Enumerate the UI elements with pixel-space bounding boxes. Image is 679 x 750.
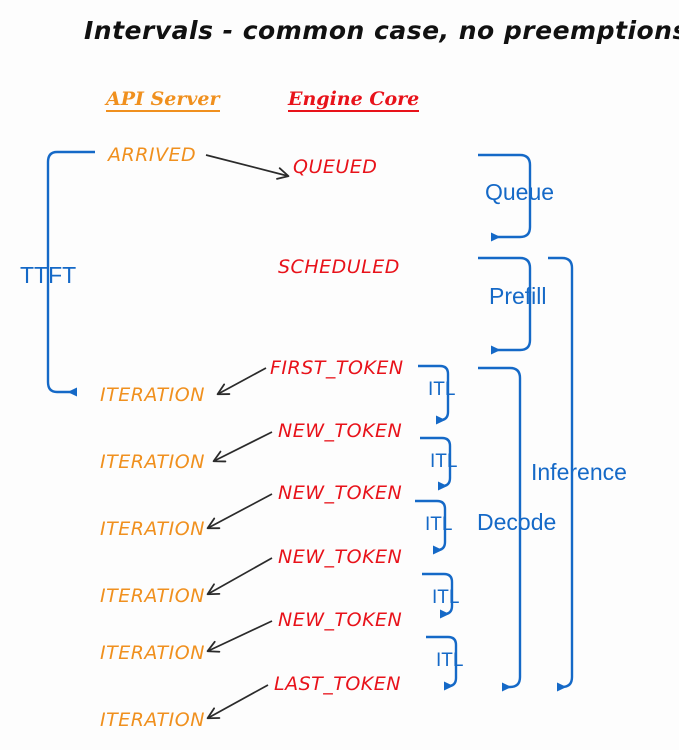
interval-label-itl-1: ITL (428, 379, 456, 400)
column-header-engine-core: Engine Core (288, 88, 420, 112)
arrow-first-token-to-iteration (216, 367, 267, 396)
column-header-api-server: API Server (106, 88, 220, 112)
bracket-itl-5 (426, 635, 458, 691)
interval-label-itl-5: ITL (436, 650, 464, 671)
engine-state-last-token: LAST_TOKEN (274, 673, 401, 695)
interval-label-queue: Queue (485, 179, 555, 205)
engine-state-queued: QUEUED (293, 156, 378, 178)
bracket-itl-4 (422, 572, 454, 619)
api-state-iteration-5: ITERATION (100, 642, 205, 664)
bracket-ttft (46, 150, 95, 397)
engine-state-scheduled: SCHEDULED (278, 256, 400, 278)
api-state-iteration-1: ITERATION (100, 384, 205, 406)
interval-label-ttft: TTFT (20, 262, 77, 288)
bracket-queue (478, 153, 532, 242)
arrow-new-token-to-iteration-1 (212, 431, 273, 463)
api-state-iteration-6: ITERATION (100, 709, 205, 731)
arrow-new-token-to-iteration-3 (206, 557, 273, 596)
engine-state-new-token-1: NEW_TOKEN (278, 420, 403, 442)
api-state-iteration-3: ITERATION (100, 518, 205, 540)
arrow-last-token-to-iteration (206, 684, 269, 720)
bracket-itl-3 (415, 499, 447, 555)
engine-state-new-token-3: NEW_TOKEN (278, 546, 403, 568)
interval-label-itl-3: ITL (425, 514, 453, 535)
api-state-iteration-2: ITERATION (100, 451, 205, 473)
interval-label-itl-4: ITL (432, 587, 460, 608)
interval-label-prefill: Prefill (489, 283, 547, 309)
bracket-decode (478, 366, 522, 692)
arrow-new-token-to-iteration-4 (206, 620, 273, 653)
bracket-itl-2 (420, 436, 452, 491)
page-title: Intervals - common case, no preemptions (84, 16, 679, 45)
interval-label-itl-2: ITL (430, 451, 458, 472)
engine-state-first-token: FIRST_TOKEN (270, 357, 404, 379)
arrow-new-token-to-iteration-2 (206, 493, 273, 530)
bracket-inference (548, 256, 574, 692)
arrow-arrived-to-queued (205, 154, 290, 180)
bracket-prefill (478, 256, 532, 355)
interval-label-inference: Inference (531, 459, 627, 485)
api-state-arrived: ARRIVED (108, 144, 197, 166)
interval-label-decode: Decode (477, 509, 557, 535)
engine-state-new-token-4: NEW_TOKEN (278, 609, 403, 631)
api-state-iteration-4: ITERATION (100, 585, 205, 607)
bracket-itl-1 (418, 364, 450, 425)
engine-state-new-token-2: NEW_TOKEN (278, 482, 403, 504)
